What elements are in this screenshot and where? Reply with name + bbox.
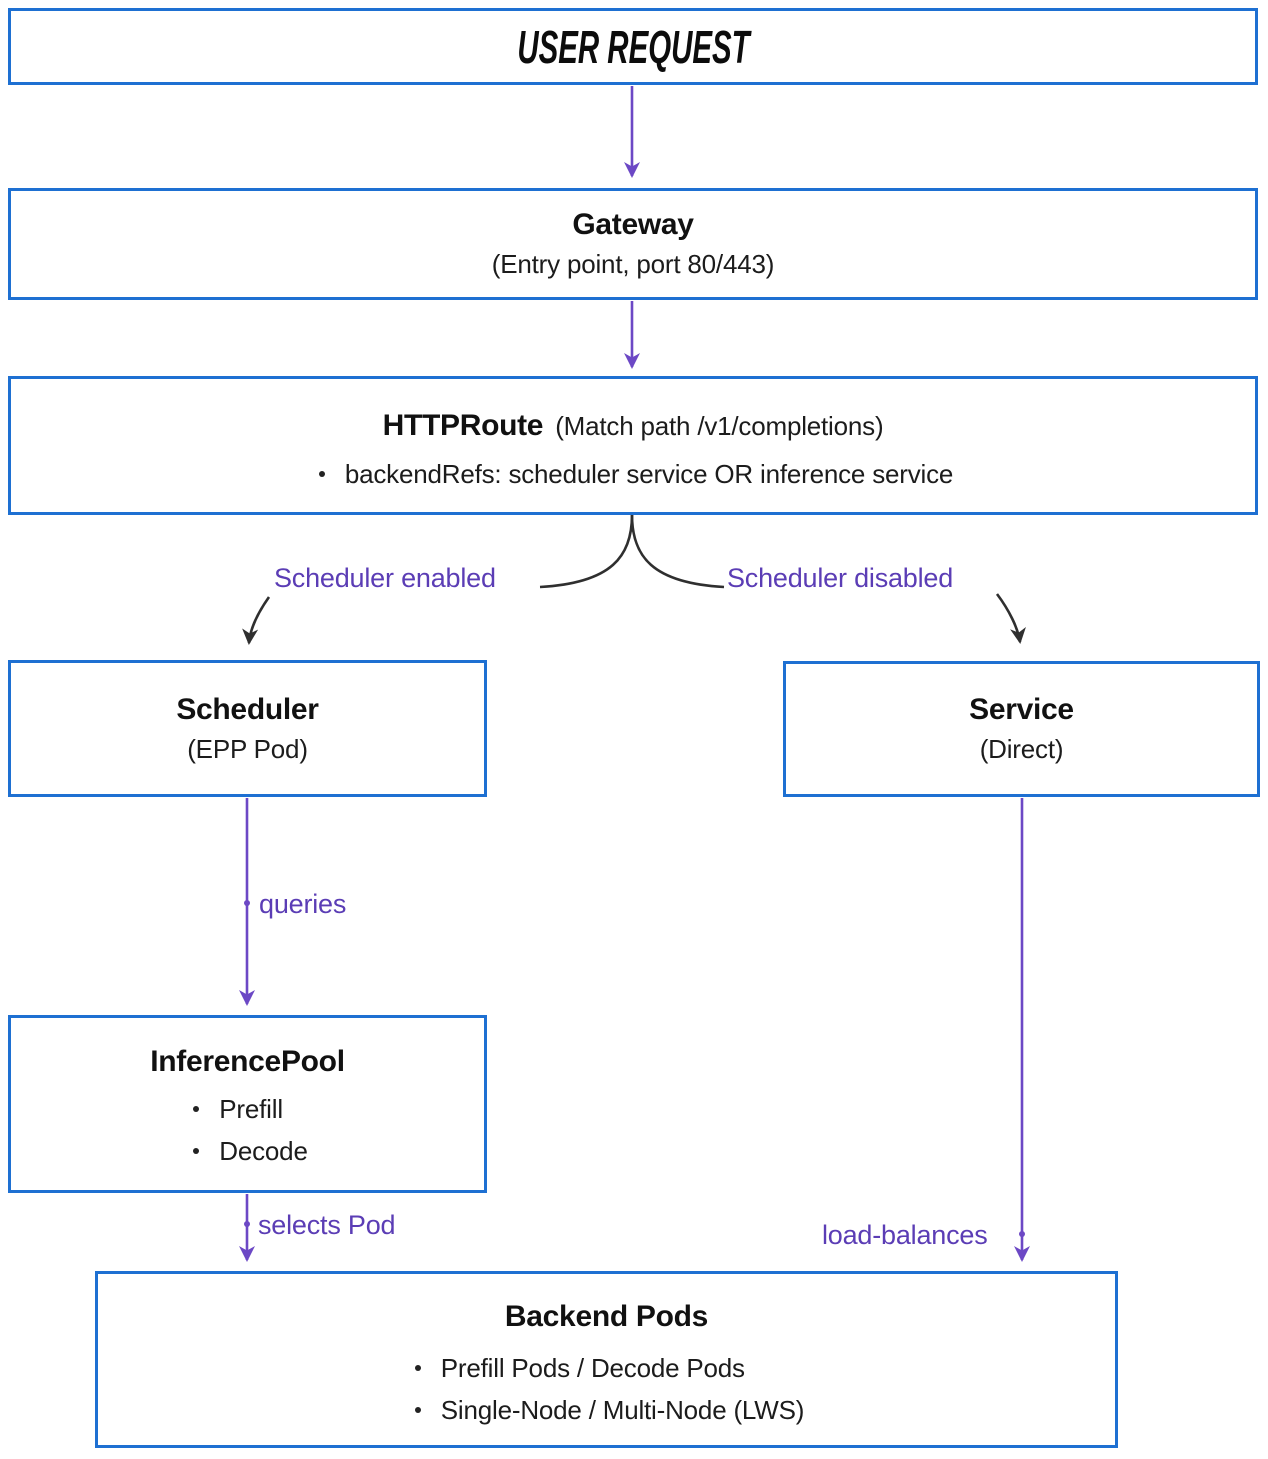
service-box: Service (Direct): [783, 661, 1260, 797]
label-anchor-dot-load-balances: [1019, 1231, 1025, 1237]
label-anchor-dot-queries: [244, 900, 250, 906]
arrow-enabled-to-scheduler: [242, 596, 271, 645]
edge-label-scheduler-disabled: Scheduler disabled: [727, 563, 954, 593]
arrow-disabled-to-service: [995, 593, 1026, 644]
backend-pods-bullet-list: Prefill Pods / Decode Pods Single-Node /…: [409, 1347, 804, 1431]
httproute-title: HTTPRoute: [382, 408, 544, 442]
inference-pool-bullet: Prefill: [187, 1088, 307, 1130]
service-subtitle: (Direct): [979, 734, 1064, 764]
gateway-title: Gateway: [572, 208, 694, 241]
service-title: Service: [969, 693, 1074, 726]
fork-curve-left: [539, 514, 634, 589]
label-anchor-dot-selects-pod: [244, 1221, 250, 1227]
gateway-box: Gateway (Entry point, port 80/443): [8, 188, 1258, 300]
inference-pool-title: InferencePool: [150, 1045, 345, 1078]
scheduler-box: Scheduler (EPP Pod): [8, 660, 487, 797]
edge-label-load-balances: load-balances: [822, 1220, 988, 1250]
httproute-bullet: backendRefs: scheduler service OR infere…: [313, 456, 953, 492]
inference-pool-bullet: Decode: [187, 1130, 308, 1172]
edge-label-queries: queries: [259, 889, 347, 919]
gateway-subtitle: (Entry point, port 80/443): [491, 249, 775, 279]
user-request-title: USER REQUEST: [516, 20, 750, 73]
backend-pods-bullet: Prefill Pods / Decode Pods: [409, 1347, 804, 1389]
httproute-box: HTTPRoute (Match path /v1/completions) b…: [8, 376, 1258, 515]
scheduler-title: Scheduler: [176, 692, 319, 726]
inference-pool-bullet-list: Prefill Decode: [187, 1088, 308, 1172]
httproute-title-row: HTTPRoute (Match path /v1/completions): [383, 406, 884, 446]
fork-curve-right: [630, 514, 725, 589]
backend-pods-bullet: Single-Node / Multi-Node (LWS): [409, 1389, 804, 1431]
backend-pods-title: Backend Pods: [504, 1299, 709, 1333]
backend-pods-box: Backend Pods Prefill Pods / Decode Pods …: [95, 1271, 1118, 1448]
httproute-bullet-list: backendRefs: scheduler service OR infere…: [313, 456, 953, 492]
user-request-box: USER REQUEST: [8, 8, 1258, 85]
scheduler-subtitle: (EPP Pod): [187, 733, 308, 764]
httproute-title-suffix: (Match path /v1/completions): [555, 410, 884, 441]
inference-pool-box: InferencePool Prefill Decode: [8, 1015, 487, 1193]
edge-label-selects-pod: selects Pod: [258, 1210, 396, 1240]
edge-label-scheduler-enabled: Scheduler enabled: [274, 563, 496, 593]
